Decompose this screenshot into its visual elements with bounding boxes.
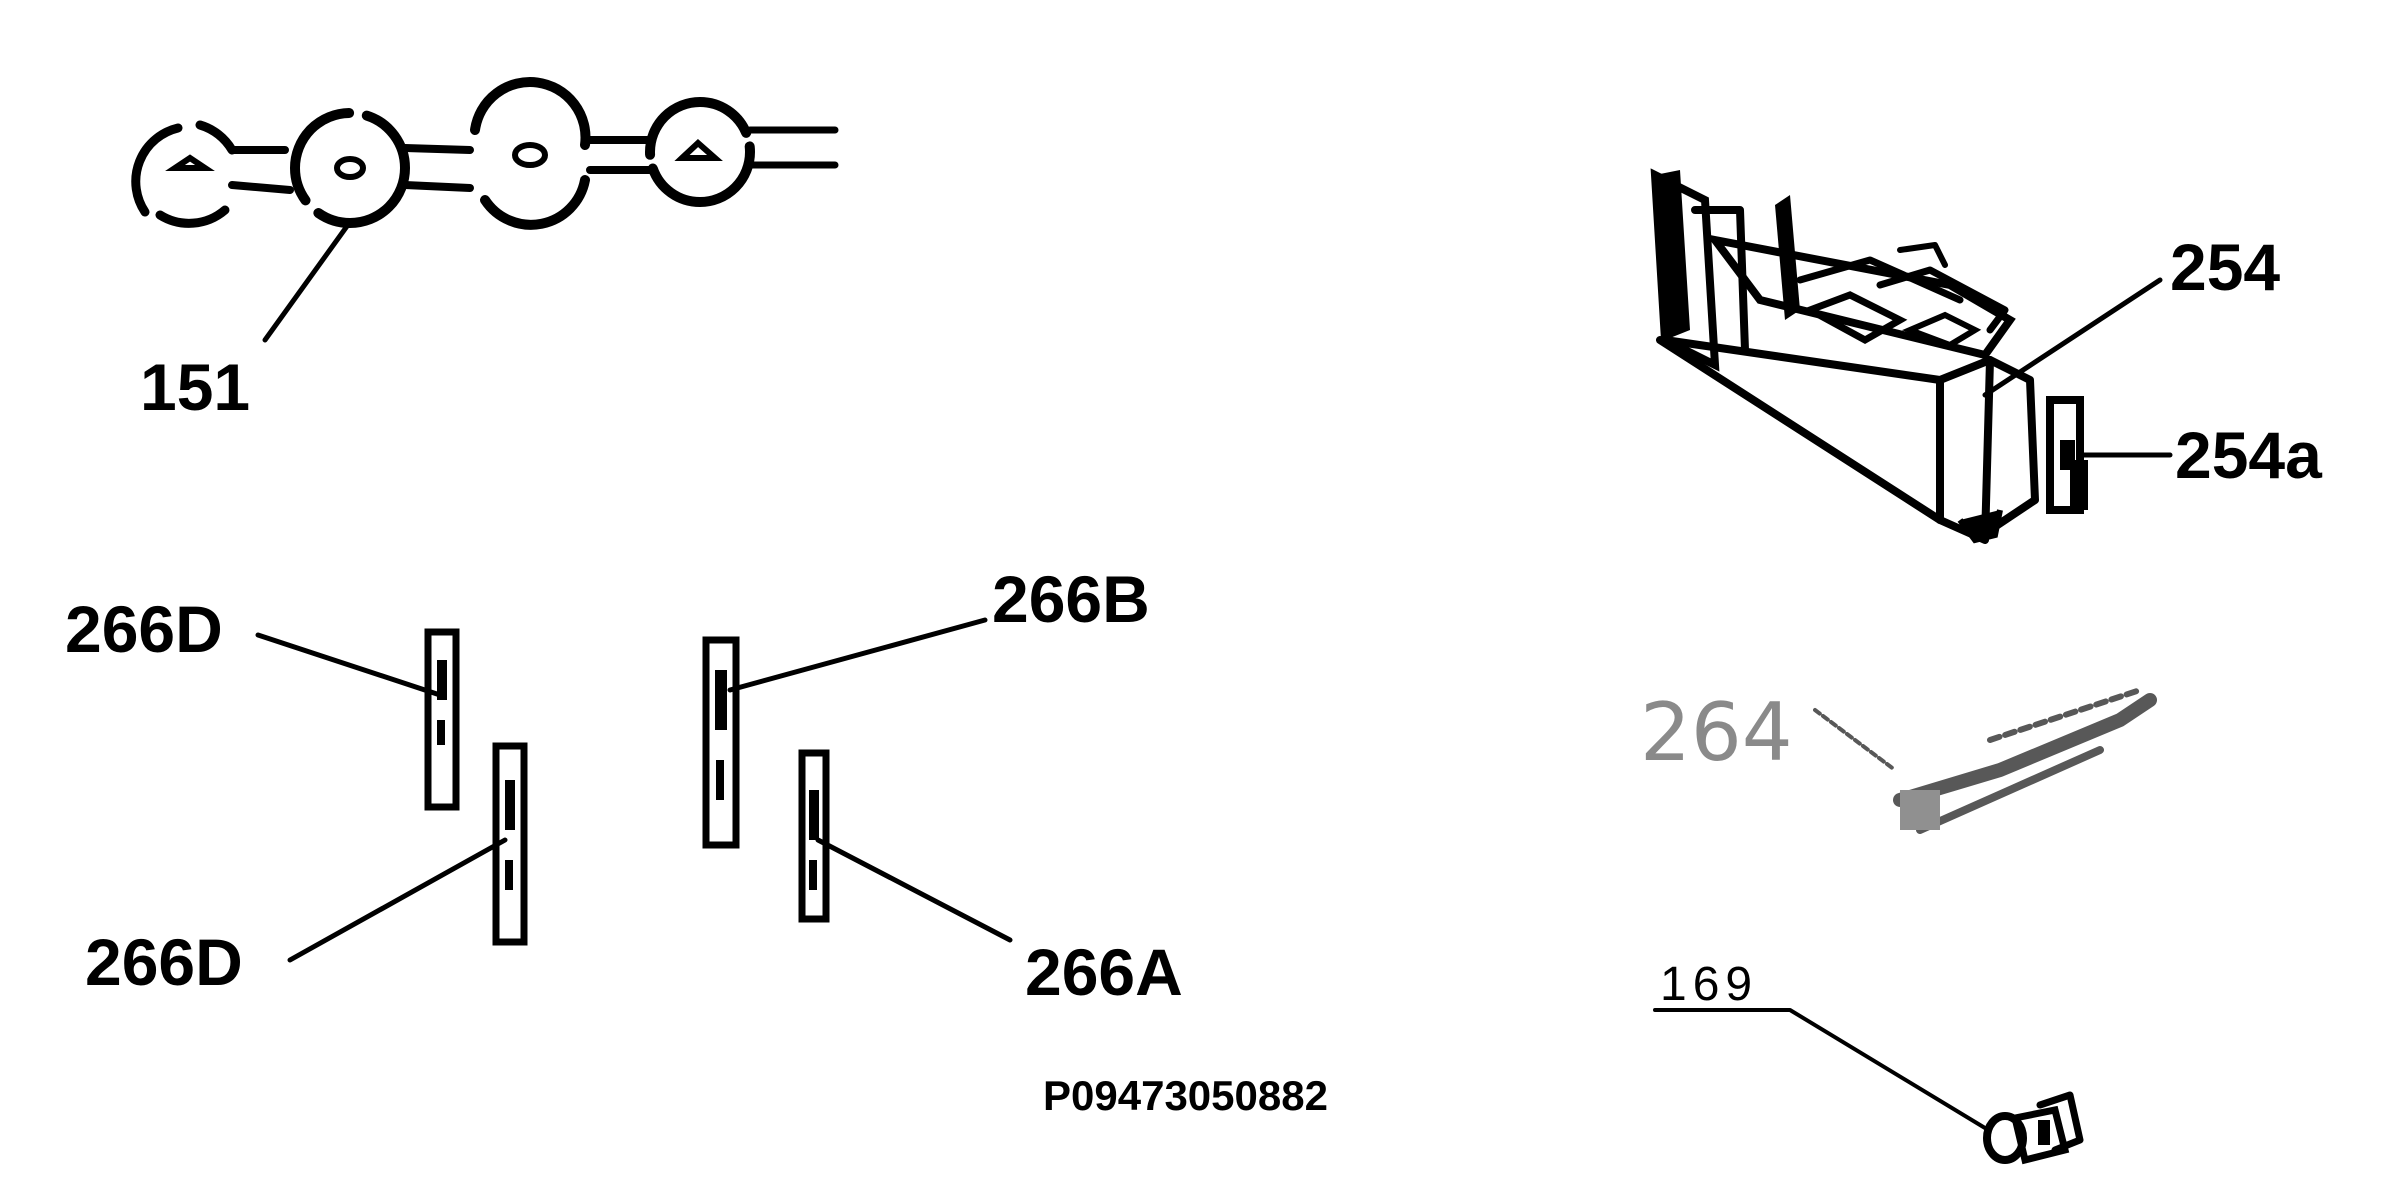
label-151: 151 [140,350,250,424]
part-266A-strip [798,749,1013,943]
part-266B-strip [702,617,988,849]
label-264: 264 [1640,686,1793,779]
leader-254 [1982,277,2163,398]
part-266D-bottom-strip [287,742,528,963]
leader-266D-top [255,632,443,698]
label-266A: 266A [1025,935,1183,1009]
label-266D-bottom: 266D [85,925,243,999]
leader-266D-bottom [287,837,508,963]
part-151-chain [131,77,839,343]
part-254-control-module [1650,168,2173,544]
label-266D-top: 266D [65,592,223,666]
chain-link-1 [131,120,237,228]
part-266D-top-strip [255,628,460,811]
leader-266A [815,837,1013,943]
chain-link-4 [645,97,755,207]
label-266B: 266B [992,562,1150,636]
chain-link-2 [290,108,410,228]
part-264-wire-harness [1813,687,2157,834]
label-169: 169 [1660,958,1758,1011]
drawing-code: P09473050882 [1043,1072,1328,1119]
label-254a: 254a [2175,418,2323,492]
leader-169 [1653,1008,1987,1130]
leader-151 [262,219,353,343]
leader-266B [727,617,988,693]
chain-link-3 [470,77,591,230]
label-254: 254 [2170,230,2280,304]
part-169-button [1653,1008,2084,1165]
